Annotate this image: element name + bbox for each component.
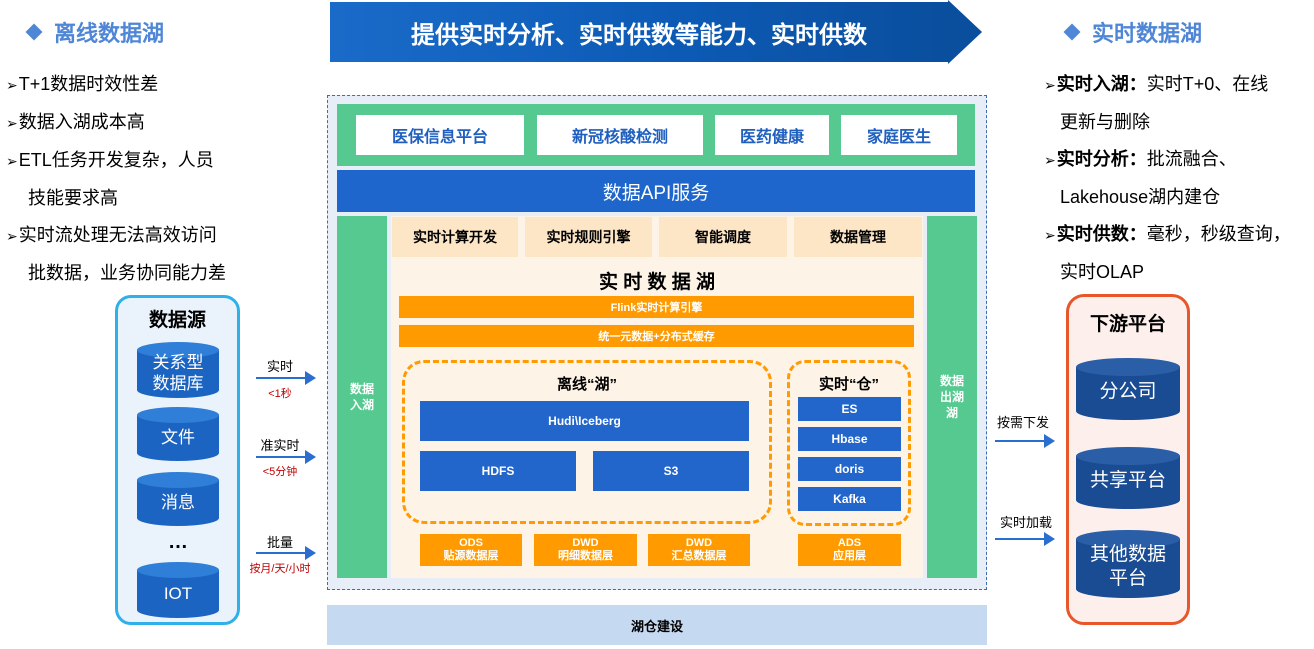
func-realtime-dev: 实时计算开发 <box>392 217 518 257</box>
downstream-title: 下游平台 <box>1089 313 1166 335</box>
metadata-cache-bar: 统一元数据+分布式缓存 <box>399 325 914 347</box>
banner-text: 提供实时分析、实时供数等能力、实时供数 <box>411 21 867 49</box>
top-banner: 提供实时分析、实时供数等能力、实时供数 <box>330 2 948 62</box>
realtime-lake-title-text: 实时数据湖 <box>1092 21 1203 46</box>
ingest-realtime-arrow <box>256 371 316 385</box>
offline-lake-list: ➢T+1数据时效性差 ➢数据入湖成本高 ➢ETL任务开发复杂，人员 技能要求高 … <box>6 66 226 292</box>
ingest-lake-sidebar: 数据 入湖 <box>337 216 387 578</box>
api-service-bar: 数据API服务 <box>337 170 975 212</box>
source-relational-db-label: 关系型 数据库 <box>152 353 204 393</box>
offline-item-2: ➢数据入湖成本高 <box>6 112 145 132</box>
ingest-near-realtime-label: 准实时 <box>260 438 300 453</box>
realtime-lake-title: 实 时 数 据 湖 <box>598 271 716 293</box>
output-on-demand-label: 按需下发 <box>996 415 1049 430</box>
func-data-management: 数据管理 <box>794 217 922 257</box>
offline-lake-box-title: 离线“湖” <box>556 375 617 393</box>
offline-item-4-cont: 批数据，业务协同能力差 <box>28 263 226 283</box>
wh-es: ES <box>798 397 901 421</box>
ingest-batch-label: 批量 <box>266 535 293 550</box>
offline-item-1: ➢T+1数据时效性差 <box>6 74 159 94</box>
ingest-batch-sub: 按月/天/小时 <box>249 563 311 575</box>
ingest-batch-arrow <box>256 546 316 560</box>
app-pharma-health: 医药健康 <box>715 115 829 155</box>
s3-box: S3 <box>593 451 749 491</box>
ingest-near-realtime-arrow <box>256 450 316 464</box>
offline-item-3-cont: 技能要求高 <box>28 188 118 208</box>
realtime-item-3: ➢实时供数：毫秒，秒级查询， <box>1044 224 1291 244</box>
ingest-realtime-label: 实时 <box>266 359 293 374</box>
realtime-item-2: ➢实时分析：批流融合、 <box>1044 149 1237 169</box>
wh-doris: doris <box>798 457 901 481</box>
app-medical-insurance: 医保信息平台 <box>356 115 524 155</box>
lakehouse-bar: 湖仓建设 <box>327 605 987 645</box>
diamond-icon <box>1063 23 1081 41</box>
banner-arrowhead <box>948 0 982 64</box>
offline-lake-title-text: 离线数据湖 <box>54 21 165 46</box>
source-file: 文件 <box>137 407 219 461</box>
realtime-item-1-cont: 更新与删除 <box>1060 112 1150 132</box>
downstream-branch-label: 分公司 <box>1099 381 1157 402</box>
output-realtime-load-label: 实时加载 <box>999 515 1052 530</box>
realtime-warehouse-box <box>787 360 911 526</box>
ingest-near-realtime-sub: <5分钟 <box>262 466 298 478</box>
offline-item-4: ➢实时流处理无法高效访问 <box>6 225 217 245</box>
wh-kafka: Kafka <box>798 487 901 511</box>
realtime-lake-list: ➢实时入湖：实时T+0、在线 更新与删除 ➢实时分析：批流融合、 Lakehou… <box>1044 66 1291 291</box>
source-ellipsis: … <box>168 530 188 553</box>
wh-hbase: Hbase <box>798 427 901 451</box>
offline-item-3: ➢ETL任务开发复杂，人员 <box>6 150 214 170</box>
source-message-label: 消息 <box>161 492 195 512</box>
downstream-other-platform: 其他数据 平台 <box>1076 530 1180 598</box>
source-message: 消息 <box>137 472 219 526</box>
source-relational-db: 关系型 数据库 <box>137 342 219 398</box>
data-source-title: 数据源 <box>148 309 206 331</box>
downstream-shared-platform-label: 共享平台 <box>1089 470 1166 491</box>
downstream-shared-platform: 共享平台 <box>1076 447 1180 509</box>
app-covid-test: 新冠核酸检测 <box>537 115 703 155</box>
func-scheduling: 智能调度 <box>659 217 787 257</box>
downstream-branch: 分公司 <box>1076 358 1180 420</box>
hudi-iceberg-box: Hudi\Iceberg <box>420 401 749 441</box>
output-realtime-load-arrow <box>995 532 1055 546</box>
output-on-demand-arrow <box>995 434 1055 448</box>
realtime-item-1: ➢实时入湖：实时T+0、在线 <box>1044 74 1269 94</box>
hdfs-box: HDFS <box>420 451 576 491</box>
source-iot-label: IOT <box>163 583 193 603</box>
flink-engine-bar: Flink实时计算引擎 <box>399 296 914 318</box>
offline-lake-box <box>402 360 772 524</box>
func-rule-engine: 实时规则引擎 <box>525 217 652 257</box>
downstream-other-platform-label: 其他数据 平台 <box>1089 544 1166 589</box>
offline-lake-title: 离线数据湖 <box>25 16 165 48</box>
realtime-item-3-cont: 实时OLAP <box>1060 262 1145 282</box>
realtime-item-2-cont: Lakehouse湖内建仓 <box>1060 187 1221 207</box>
source-file-label: 文件 <box>161 427 195 447</box>
egress-lake-sidebar: 数据 出湖 湖 <box>927 216 977 578</box>
ingest-realtime-sub: <1秒 <box>268 388 292 400</box>
app-family-doctor: 家庭医生 <box>841 115 957 155</box>
source-iot: IOT <box>137 562 219 618</box>
realtime-warehouse-title: 实时“仓” <box>818 375 879 393</box>
diamond-icon <box>25 23 43 41</box>
realtime-lake-section-title: 实时数据湖 <box>1063 16 1203 48</box>
